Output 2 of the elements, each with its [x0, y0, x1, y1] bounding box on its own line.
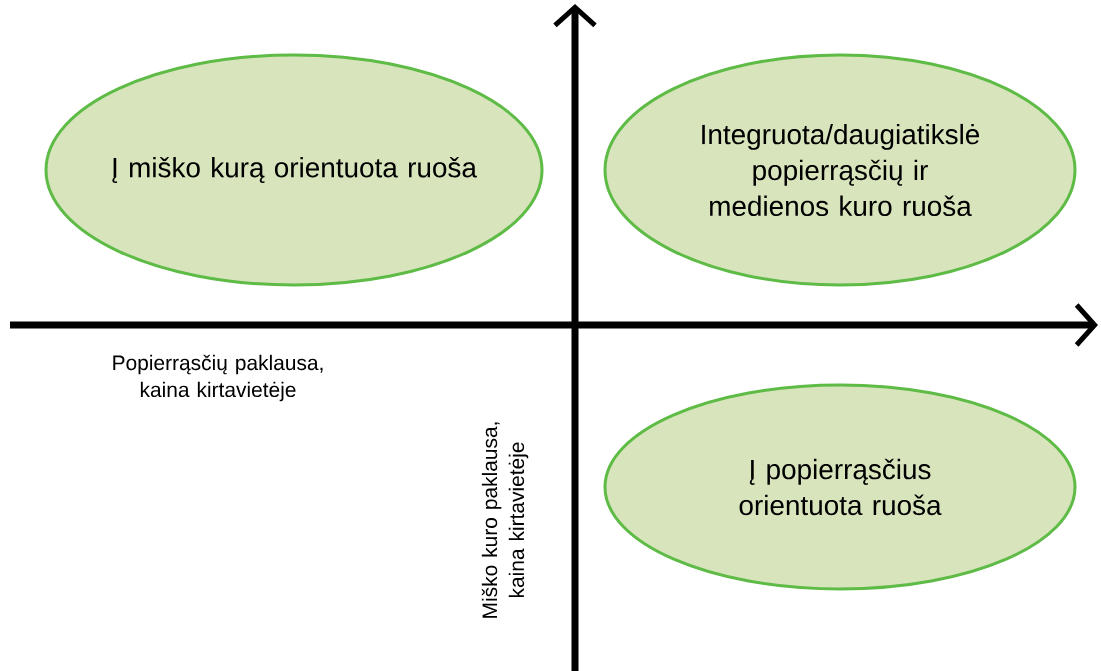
axis-label: Miško kuro paklausa, kaina kirtavietėje	[481, 422, 529, 618]
axis-label: Popierrąsčių paklausa, kaina kirtavietėje	[113, 354, 323, 402]
